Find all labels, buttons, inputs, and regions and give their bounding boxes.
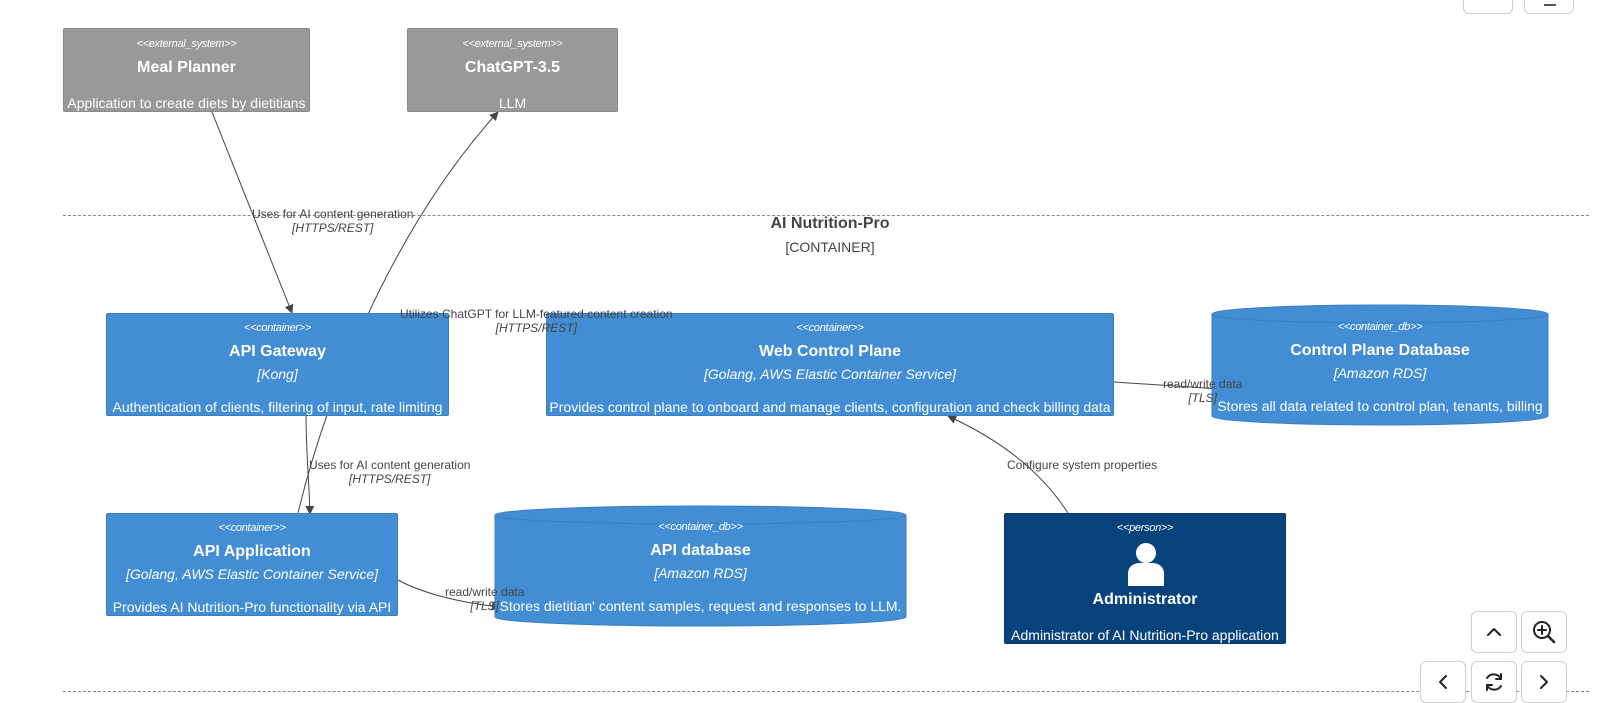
stereotype-label: <<external_system>>	[136, 38, 237, 50]
edge-label-app-to-db: read/write data [TLS]	[445, 585, 524, 613]
edge-label-technology: [HTTPS/REST]	[349, 472, 431, 486]
edge-meal-to-gateway	[211, 111, 294, 314]
pan-right-button[interactable]	[1521, 661, 1567, 703]
node-title: Control Plane Database	[1290, 342, 1470, 359]
edge-label-admin-to-wcp: Configure system properties	[1007, 458, 1157, 472]
node-description: Stores all data related to control plan,…	[1217, 398, 1543, 414]
edge-label-meal-to-gateway: Uses for AI content generation [HTTPS/RE…	[252, 207, 413, 235]
top-menu-button[interactable]	[1524, 0, 1574, 14]
node-description: Application to create diets by dietitian…	[67, 95, 306, 111]
node-api-gateway[interactable]: <<container>> API Gateway [Kong] Authent…	[106, 313, 449, 416]
node-title: Web Control Plane	[759, 343, 901, 360]
node-technology: [Golang, AWS Elastic Container Service]	[125, 566, 379, 582]
boundary-type: [CONTAINER]	[785, 239, 875, 255]
edge-app-to-db	[397, 579, 501, 611]
edge-label-technology: [TLS]	[1188, 391, 1218, 405]
node-description: Stores dietitian' content samples, reque…	[499, 598, 902, 614]
node-meal-planner[interactable]: <<external_system>> Meal Planner Applica…	[63, 28, 310, 112]
edge-label-technology: [TLS]	[470, 599, 500, 613]
edge-label-text: read/write data	[445, 585, 525, 599]
edge-wcp-to-db	[1113, 381, 1221, 393]
zoom-in-icon	[1533, 621, 1556, 644]
stereotype-label: <<external_system>>	[462, 38, 563, 50]
edge-admin-to-wcp	[947, 415, 1069, 514]
node-title: Administrator	[1092, 591, 1198, 608]
stereotype-label: <<container>>	[243, 322, 312, 334]
edge-label-technology: [HTTPS/REST]	[292, 221, 374, 235]
edge-label-gateway-to-app: Uses for AI content generation [HTTPS/RE…	[309, 458, 470, 486]
pan-up-button[interactable]	[1471, 611, 1517, 653]
stereotype-label: <<container_db>>	[658, 521, 743, 533]
stereotype-label: <<container_db>>	[1337, 321, 1423, 333]
stereotype-label: <<person>>	[1116, 522, 1174, 534]
node-title: API Gateway	[229, 343, 326, 360]
node-description: Provides AI Nutrition-Pro functionality …	[112, 599, 392, 615]
boundary-top-line	[63, 215, 1589, 216]
node-technology: [Amazon RDS]	[1333, 365, 1427, 381]
refresh-icon	[1486, 673, 1502, 691]
chevron-right-icon	[1540, 675, 1548, 689]
boundary-title: AI Nutrition-Pro	[770, 215, 890, 232]
node-api-application[interactable]: <<container>> API Application [Golang, A…	[106, 513, 398, 616]
node-title: ChatGPT-3.5	[464, 59, 561, 76]
edge-label-app-to-chatgpt: Utilizes ChatGPT for LLM-featured conten…	[400, 307, 673, 335]
zoom-in-button[interactable]	[1521, 611, 1567, 653]
edge-app-to-chatgpt	[297, 111, 499, 514]
node-title: Meal Planner	[137, 59, 236, 76]
chevron-up-icon	[1487, 628, 1501, 636]
node-technology: [Golang, AWS Elastic Container Service]	[703, 366, 957, 382]
node-api-database[interactable]: <<container_db>> API database [Amazon RD…	[494, 505, 907, 627]
node-chatgpt[interactable]: <<external_system>> ChatGPT-3.5 LLM	[407, 28, 618, 112]
edge-label-wcp-to-db: read/write data [TLS]	[1163, 377, 1242, 405]
edge-label-technology: [HTTPS/REST]	[495, 321, 577, 335]
node-title: API database	[650, 542, 751, 559]
node-control-plane-database[interactable]: <<container_db>> Control Plane Database …	[1211, 304, 1549, 426]
boundary-bottom-line	[63, 691, 1589, 692]
edge-label-text: Configure system properties	[1007, 458, 1158, 472]
node-title: API Application	[193, 543, 311, 560]
stereotype-label: <<container>>	[218, 522, 286, 534]
edge-gateway-to-app	[305, 414, 315, 515]
edge-label-text: Uses for AI content generation	[252, 207, 414, 221]
node-technology: [Kong]	[257, 366, 298, 382]
edge-label-text: read/write data	[1163, 377, 1243, 391]
edge-label-text: Utilizes ChatGPT for LLM-featured conten…	[400, 307, 673, 321]
edge-label-text: Uses for AI content generation	[309, 458, 471, 472]
pan-left-button[interactable]	[1420, 661, 1466, 703]
node-administrator[interactable]: <<person>> Administrator Administrator o…	[1004, 513, 1286, 644]
top-toolbar-button[interactable]	[1463, 0, 1513, 14]
node-description: Authentication of clients, filtering of …	[112, 399, 443, 415]
menu-icon	[1544, 4, 1556, 6]
person-icon	[1128, 543, 1164, 586]
node-description: Administrator of AI Nutrition-Pro applic…	[1011, 627, 1279, 643]
node-description: LLM	[498, 95, 527, 111]
database-cylinder-shape	[494, 505, 907, 627]
stereotype-label: <<container>>	[796, 322, 864, 334]
node-description: Provides control plane to onboard and ma…	[549, 399, 1111, 415]
node-web-control-plane[interactable]: <<container>> Web Control Plane [Golang,…	[546, 313, 1114, 416]
chevron-left-icon	[1439, 675, 1447, 689]
node-technology: [Amazon RDS]	[654, 565, 747, 581]
reset-view-button[interactable]	[1471, 661, 1517, 703]
database-cylinder-shape	[1211, 304, 1549, 426]
